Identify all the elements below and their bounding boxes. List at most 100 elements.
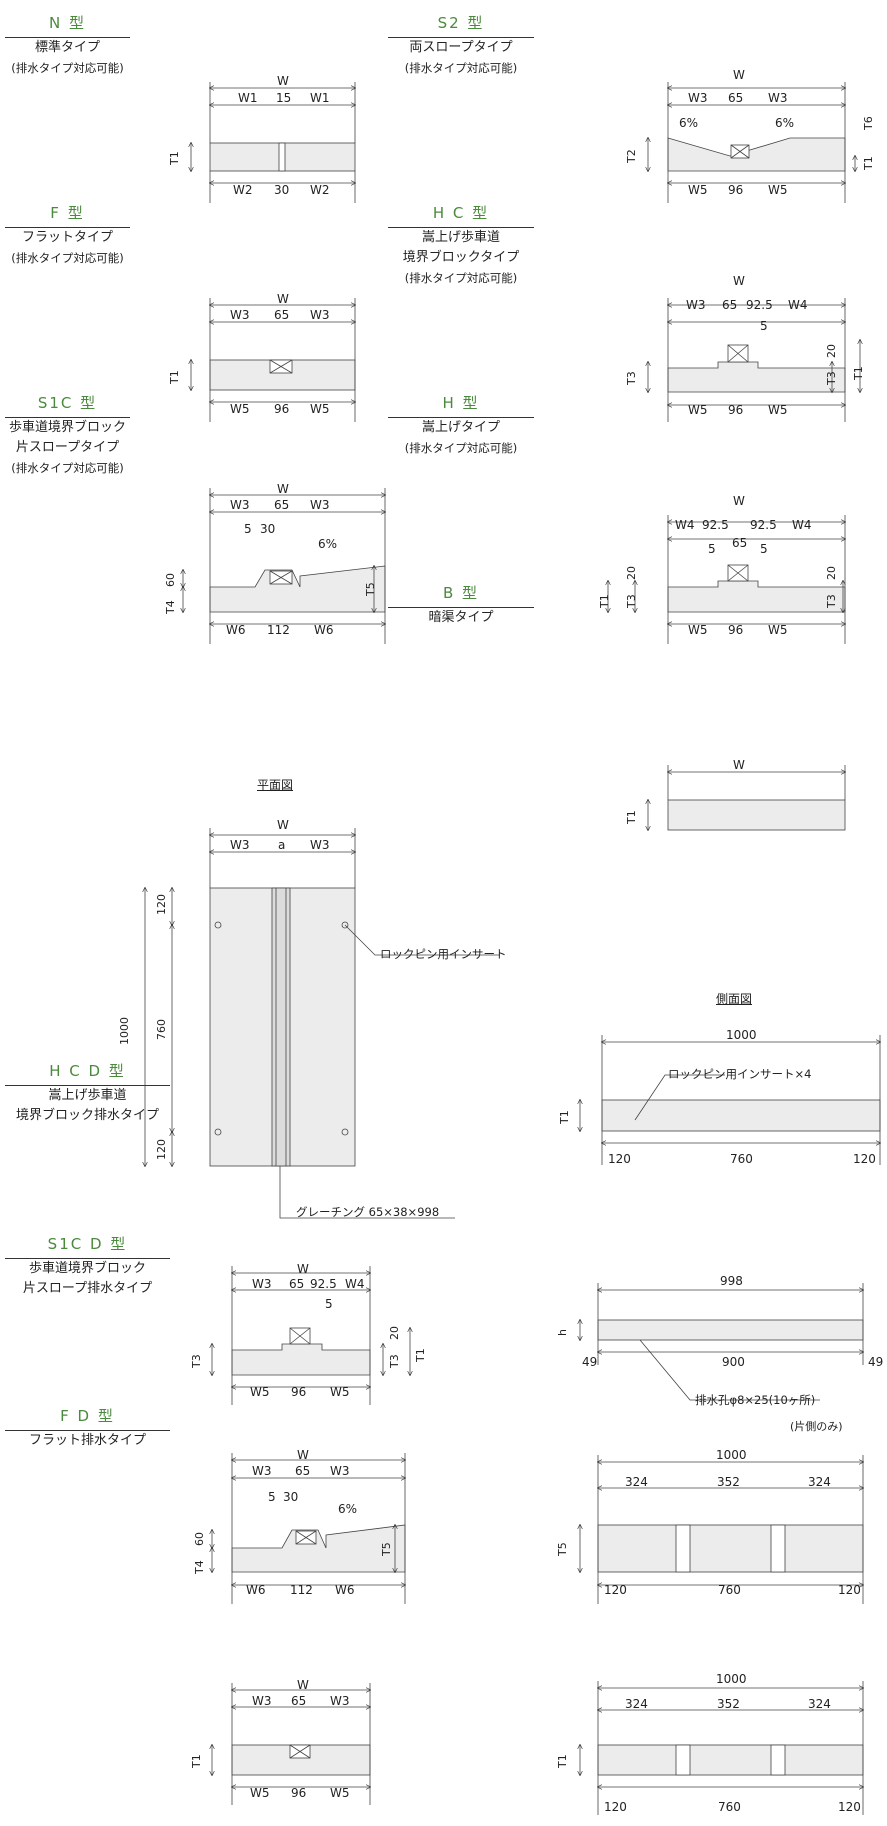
type-sub: (排水タイプ対応可能) <box>404 441 518 455</box>
dim-65: 65 <box>732 536 748 550</box>
dim-65: 65 <box>274 308 290 322</box>
dim-t3: T3 <box>625 371 638 385</box>
dim-t1: T1 <box>168 151 181 165</box>
dim-w: W <box>733 758 745 772</box>
dim-6pct: 6% <box>338 1502 358 1516</box>
dim-96: 96 <box>274 402 290 416</box>
dim-6pct: 6% <box>679 116 699 130</box>
dim-w3: W3 <box>252 1277 272 1291</box>
type-title: H C D 型 <box>5 1060 170 1086</box>
dim-96: 96 <box>728 623 744 637</box>
dim-65: 65 <box>291 1694 307 1708</box>
type-desc: フラットタイプ <box>21 230 113 245</box>
dim-t1: T1 <box>862 156 875 170</box>
dim-925: 92.5 <box>310 1277 337 1291</box>
dim-t1: T1 <box>558 1110 571 1124</box>
side-title: 側面図 <box>716 992 753 1006</box>
dim-w3: W3 <box>310 308 330 322</box>
type-title: H C 型 <box>388 202 534 228</box>
type-desc: 標準タイプ <box>34 40 100 55</box>
dim-49: 49 <box>582 1355 598 1369</box>
dim-15: 15 <box>276 91 292 105</box>
dim-96: 96 <box>728 183 744 197</box>
drawing-s2 <box>648 82 855 203</box>
dim-w6: W6 <box>335 1583 355 1597</box>
type-desc: 片スロープタイプ <box>15 440 120 455</box>
dim-w5: W5 <box>250 1385 270 1399</box>
dim-w2: W2 <box>310 183 330 197</box>
dim-65: 65 <box>722 298 738 312</box>
dim-1000: 1000 <box>726 1028 757 1042</box>
dim-w5: W5 <box>768 183 788 197</box>
type-sub: (排水タイプ対応可能) <box>11 461 124 475</box>
dim-760: 760 <box>718 1800 741 1814</box>
dim-t4: T4 <box>193 1560 206 1574</box>
dim-t3: T3 <box>825 594 838 608</box>
type-sub: (排水タイプ対応可能) <box>11 61 124 75</box>
plan-insert-label: ロックピン用インサート <box>380 947 507 961</box>
dim-t1: T1 <box>598 594 611 608</box>
type-title: S2 型 <box>388 12 534 38</box>
dim-5: 5 <box>708 542 716 556</box>
dim-925: 92.5 <box>750 518 777 532</box>
header-f: F 型 フラットタイプ (排水タイプ対応可能) <box>5 202 130 268</box>
drawing-n <box>191 82 355 203</box>
dim-65: 65 <box>295 1464 311 1478</box>
dim-t1: T1 <box>625 810 638 824</box>
dim-30: 30 <box>274 183 290 197</box>
dim-120: 120 <box>604 1800 627 1814</box>
dim-w3: W3 <box>688 91 708 105</box>
dim-w4: W4 <box>345 1277 365 1291</box>
type-title: F D 型 <box>5 1405 170 1431</box>
dim-6pct: 6% <box>775 116 795 130</box>
dim-w: W <box>277 818 289 832</box>
dim-352: 352 <box>717 1697 740 1711</box>
side-drain-label: 排水孔φ8×25(10ヶ所) <box>695 1393 816 1407</box>
plan-grating-label: グレーチング 65×38×998 <box>296 1205 440 1219</box>
dim-925: 92.5 <box>746 298 773 312</box>
header-hc: H C 型 嵩上げ歩車道 境界ブロックタイプ (排水タイプ対応可能) <box>388 202 534 288</box>
dim-w: W <box>277 292 289 306</box>
dim-a: a <box>278 838 286 852</box>
dim-t1: T1 <box>168 370 181 384</box>
type-sub: (排水タイプ対応可能) <box>404 271 518 285</box>
dim-65: 65 <box>274 498 290 512</box>
dim-65: 65 <box>728 91 744 105</box>
dim-96: 96 <box>291 1786 307 1800</box>
drawing-side <box>580 1035 880 1165</box>
dim-5: 5 <box>760 542 768 556</box>
dim-t1: T1 <box>190 1754 203 1768</box>
dim-w5: W5 <box>330 1385 350 1399</box>
dim-w6: W6 <box>226 623 246 637</box>
drawing-hc <box>648 298 860 422</box>
dim-49: 49 <box>868 1355 884 1369</box>
dim-65: 65 <box>289 1277 305 1291</box>
dim-w3: W3 <box>686 298 706 312</box>
type-desc: 片スロープ排水タイプ <box>22 1281 153 1296</box>
dim-1000: 1000 <box>118 1017 131 1045</box>
dim-w: W <box>733 68 745 82</box>
dim-760: 760 <box>730 1152 753 1166</box>
drawing-plan <box>145 828 500 1219</box>
dim-60: 60 <box>164 573 177 587</box>
type-title: H 型 <box>388 392 534 418</box>
drawing-b <box>648 765 845 830</box>
type-title: S1C D 型 <box>5 1233 170 1259</box>
type-sub: (排水タイプ対応可能) <box>11 251 124 265</box>
dim-112: 112 <box>290 1583 313 1597</box>
dim-t3: T3 <box>190 1354 203 1368</box>
dim-120: 120 <box>608 1152 631 1166</box>
dim-96: 96 <box>728 403 744 417</box>
drawing-fd-side <box>580 1681 863 1815</box>
header-fd: F D 型 フラット排水タイプ <box>5 1405 170 1451</box>
plan-title: 平面図 <box>257 778 294 792</box>
type-desc: 嵩上げ歩車道 <box>48 1088 127 1103</box>
drawing-f <box>191 298 355 422</box>
dim-120: 120 <box>604 1583 627 1597</box>
drawing-s1c <box>183 488 385 644</box>
dim-760: 760 <box>718 1583 741 1597</box>
dim-20: 20 <box>825 344 838 358</box>
dim-5: 5 <box>760 319 768 333</box>
dim-t6: T6 <box>862 116 875 130</box>
